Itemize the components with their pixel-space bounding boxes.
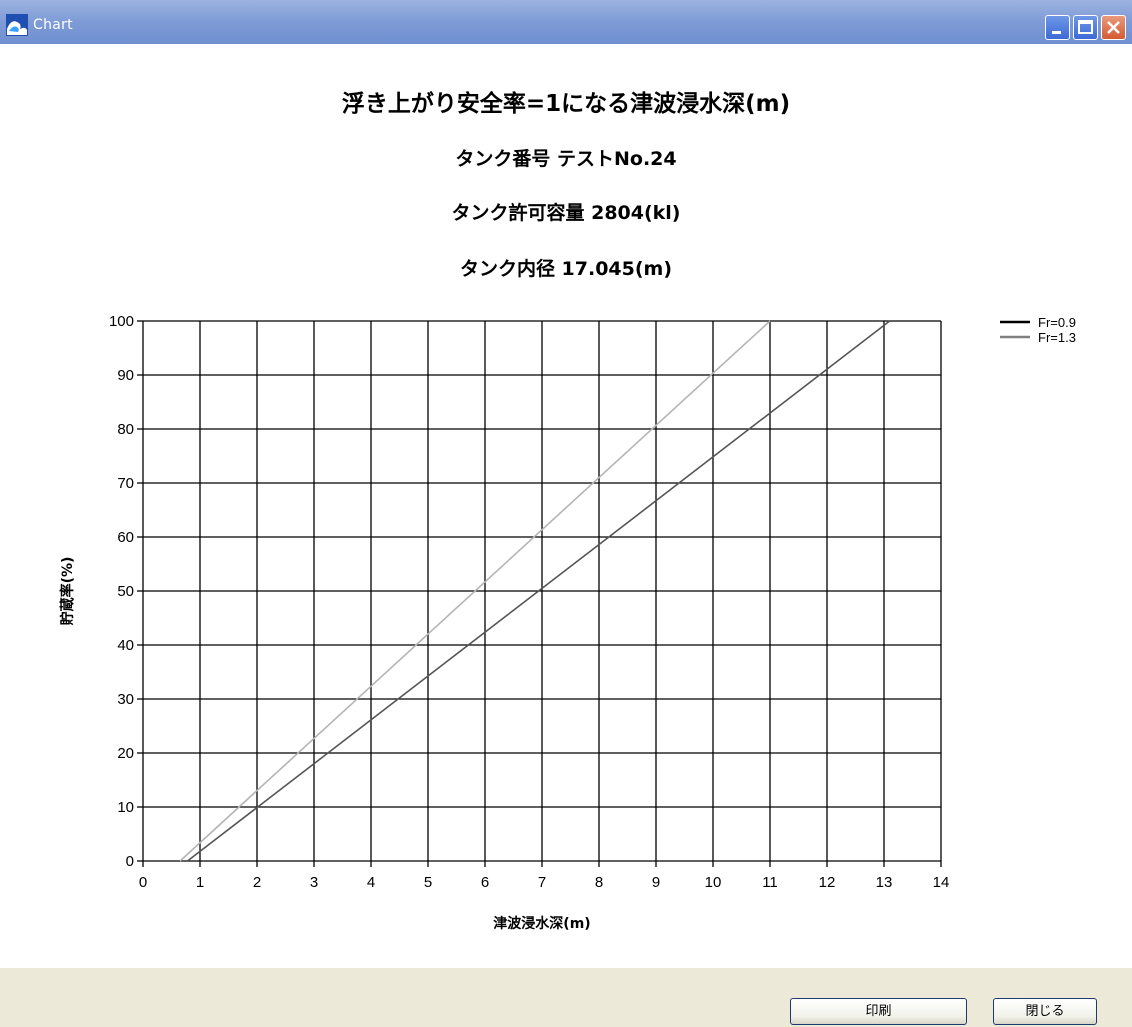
window-title: Chart [33,17,73,33]
x-tick-label: 1 [196,874,204,891]
tank-capacity-label: タンク許可容量 2804(kl) [451,202,681,224]
tsunami-app-icon [6,14,28,36]
x-tick-label: 14 [933,874,950,891]
close-button[interactable]: 閉じる [993,998,1097,1025]
minimize-button[interactable] [1045,15,1070,40]
x-tick-label: 8 [595,874,603,891]
y-tick-label: 70 [117,475,134,492]
minimize-icon [1052,31,1061,34]
y-tick-label: 50 [117,583,134,600]
x-tick-label: 13 [876,874,893,891]
x-tick-label: 11 [762,874,778,891]
legend-entry: Fr=0.9 [1038,315,1076,330]
x-tick-label: 12 [819,874,836,891]
maximize-button[interactable] [1073,15,1098,40]
series-line [186,320,891,862]
y-tick-label: 60 [117,529,134,546]
series-line [179,320,771,862]
print-button[interactable]: 印刷 [790,998,967,1025]
y-tick-label: 30 [117,691,134,708]
window-titlebar[interactable]: Chart [0,0,1132,44]
y-axis-label: 貯蔵率(%) [59,557,76,626]
y-tick-label: 0 [126,853,134,870]
x-tick-label: 6 [481,874,489,891]
x-tick-label: 10 [705,874,722,891]
chart-title: 浮き上がり安全率=1になる津波浸水深(m) [341,91,791,117]
y-tick-label: 80 [117,421,134,438]
x-axis-label: 津波浸水深(m) [493,915,590,932]
y-tick-label: 100 [109,313,134,330]
x-tick-label: 3 [310,874,318,891]
y-tick-label: 20 [117,745,134,762]
y-tick-label: 10 [117,799,134,816]
y-tick-label: 90 [117,367,134,384]
y-tick-label: 40 [117,637,134,654]
x-tick-label: 7 [538,874,546,891]
x-tick-label: 9 [652,874,660,891]
maximize-icon [1078,20,1093,34]
close-window-button[interactable] [1101,15,1126,40]
close-icon [1107,21,1120,34]
tank-number-label: タンク番号 テストNo.24 [455,148,677,170]
tank-diameter-label: タンク内径 17.045(m) [459,258,673,280]
x-tick-label: 4 [367,874,375,891]
x-tick-label: 2 [253,874,261,891]
x-tick-label: 5 [424,874,432,891]
legend-entry: Fr=1.3 [1038,330,1076,345]
x-tick-label: 0 [139,874,147,891]
